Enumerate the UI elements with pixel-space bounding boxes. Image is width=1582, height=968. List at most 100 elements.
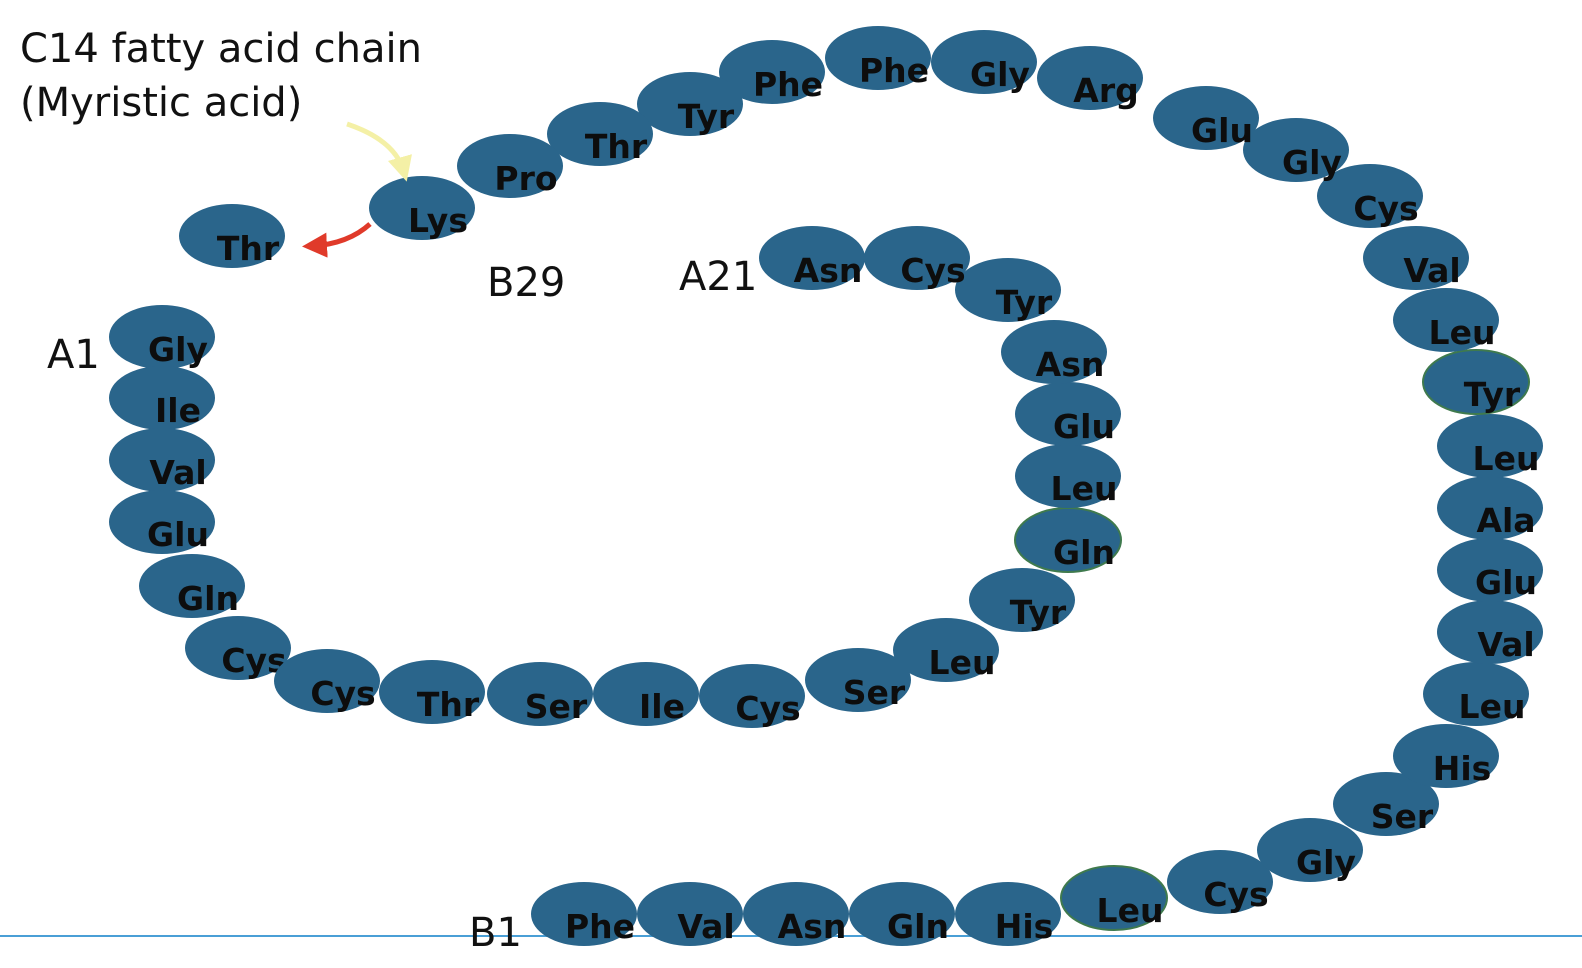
residue-bead (825, 26, 931, 90)
residue-label: Phe (753, 65, 823, 104)
residue-label: Glu (1053, 407, 1115, 446)
residue-label: Glu (1191, 111, 1253, 150)
residue-bead (805, 648, 911, 712)
residue-label: Asn (794, 251, 863, 290)
residue-bead (109, 428, 215, 492)
annotation-line-2: (Myristic acid) (20, 80, 303, 126)
b-residue-29: Lys (369, 176, 475, 240)
a-residue-21: Asn (759, 226, 865, 290)
b-residue-10: His (1393, 724, 1499, 788)
residue-bead (109, 366, 215, 430)
b-residue-5: His (955, 882, 1061, 946)
residue-label: Asn (778, 907, 847, 946)
residue-bead (1243, 118, 1349, 182)
residue-bead (1317, 164, 1423, 228)
residue-label: Leu (1459, 687, 1526, 726)
residue-bead (487, 662, 593, 726)
residue-bead (1153, 86, 1259, 150)
b-residue-28: Pro (457, 134, 563, 198)
residue-label: His (1433, 749, 1492, 788)
a-residue-6: Cys (185, 616, 291, 680)
residue-bead (1437, 414, 1543, 478)
b-residue-11: Leu (1423, 662, 1529, 726)
residue-label: Gly (148, 330, 208, 369)
residue-bead (637, 882, 743, 946)
residue-label: Gln (887, 907, 949, 946)
a-residue-13: Leu (893, 618, 999, 682)
a-residue-5: Gln (139, 554, 245, 618)
residue-bead (1437, 538, 1543, 602)
residue-label: Cys (310, 674, 375, 713)
residue-bead (1001, 320, 1107, 384)
b-residue-30: Thr (179, 204, 285, 268)
a-residue-14: Tyr (969, 568, 1075, 632)
residue-label: Tyr (996, 283, 1053, 322)
myristic-acid-annotation: C14 fatty acid chain (Myristic acid) (20, 22, 422, 130)
a-residue-9: Ser (487, 662, 593, 726)
residue-label: Leu (1429, 313, 1496, 352)
b-residue-9: Ser (1333, 772, 1439, 836)
residue-label: Leu (929, 643, 996, 682)
residue-bead (109, 305, 215, 369)
b-residue-13: Glu (1437, 538, 1543, 602)
residue-label: Gly (1282, 143, 1342, 182)
residue-bead (743, 882, 849, 946)
residue-label: Ile (155, 391, 201, 430)
a-residue-10: Ile (593, 662, 699, 726)
residue-bead (893, 618, 999, 682)
residue-label: Thr (417, 685, 480, 724)
b-residue-27: Thr (547, 102, 653, 166)
red-arrow (302, 222, 372, 258)
b-residue-12: Val (1437, 600, 1543, 664)
residue-label: Cys (900, 251, 965, 290)
a-residue-15: Gln (1014, 507, 1122, 573)
b-residue-21: Glu (1153, 86, 1259, 150)
a-residue-1: Gly (109, 305, 215, 369)
residue-bead (179, 204, 285, 268)
residue-label: Leu (1051, 469, 1118, 508)
residue-label: Ala (1476, 501, 1535, 540)
residue-label: Leu (1097, 891, 1164, 930)
residue-label: Ser (1371, 797, 1434, 836)
b-residue-6: Leu (1060, 865, 1168, 931)
residue-bead (457, 134, 563, 198)
residue-bead (1060, 865, 1168, 931)
residue-bead (1422, 349, 1530, 415)
residue-bead (969, 568, 1075, 632)
a-residue-17: Glu (1015, 382, 1121, 446)
a-residue-19: Tyr (955, 258, 1061, 322)
residue-bead (531, 882, 637, 946)
residue-bead (849, 882, 955, 946)
a-residue-3: Val (109, 428, 215, 492)
residue-bead (637, 72, 743, 136)
a-residue-12: Ser (805, 648, 911, 712)
residue-bead (1167, 850, 1273, 914)
residue-label: Ser (525, 687, 588, 726)
residue-label: Gly (970, 55, 1030, 94)
b-residue-23: Gly (931, 30, 1037, 94)
residue-bead (185, 616, 291, 680)
residue-bead (379, 660, 485, 724)
residue-label: Tyr (678, 97, 735, 136)
residue-label: Gln (1053, 533, 1115, 572)
residue-bead (1393, 724, 1499, 788)
b-residue-7: Cys (1167, 850, 1273, 914)
b-residue-14: Ala (1437, 476, 1543, 540)
residue-label: Ser (843, 673, 906, 712)
label-a21: A21 (679, 254, 757, 300)
a-residue-8: Thr (379, 660, 485, 724)
residue-label: Gln (177, 579, 239, 618)
residue-bead (1423, 662, 1529, 726)
residue-label: Val (149, 453, 206, 492)
residue-bead (955, 882, 1061, 946)
residue-label: Lys (408, 201, 468, 240)
b-residue-3: Asn (743, 882, 849, 946)
b-residue-8: Gly (1257, 818, 1363, 882)
b-residue-4: Gln (849, 882, 955, 946)
residue-label: Cys (735, 689, 800, 728)
yellow-arrow (346, 121, 412, 182)
residue-bead (139, 554, 245, 618)
a-residue-16: Leu (1015, 444, 1121, 508)
a-residue-11: Cys (699, 664, 805, 728)
